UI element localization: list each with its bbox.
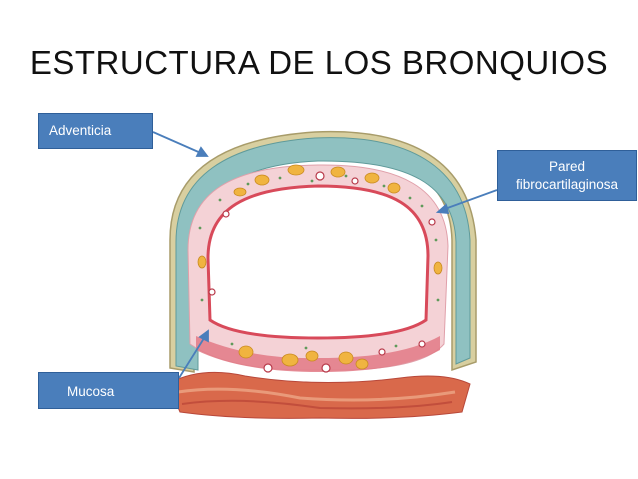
base-tissue (168, 372, 470, 418)
arrow-adventicia (153, 132, 203, 154)
lumen (208, 186, 428, 338)
label-pared-fibrocartilaginosa: Pared fibrocartilaginosa (497, 150, 637, 201)
label-mucosa: Mucosa (38, 372, 179, 409)
label-adventicia: Adventicia (38, 113, 153, 149)
label-pared-line1: Pared (498, 158, 636, 176)
label-pared-line2: fibrocartilaginosa (498, 176, 636, 194)
